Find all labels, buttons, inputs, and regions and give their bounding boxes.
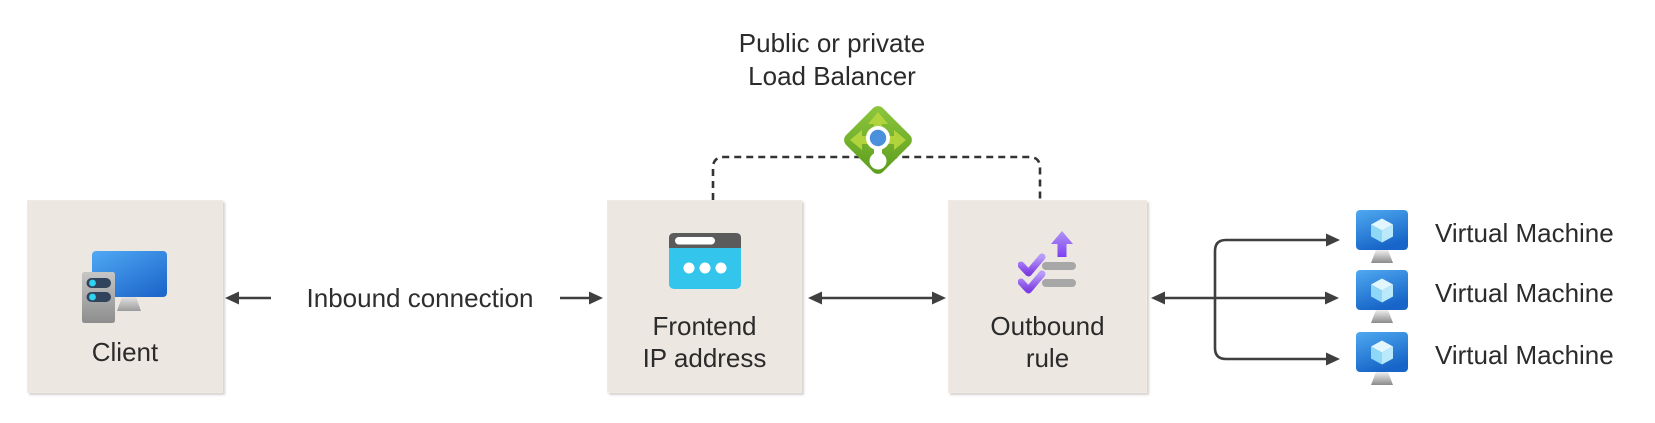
browser-ip-icon (668, 233, 741, 289)
virtual-machine-icon (1356, 270, 1408, 323)
frontend-ip-node: Frontend IP address (607, 200, 802, 393)
load-balancer-title: Public or private Load Balancer (632, 27, 1032, 93)
client-computer-icon (82, 251, 167, 323)
vm-row-3: Virtual Machine (1353, 332, 1614, 390)
frontend-label-line-1: Frontend (652, 311, 757, 341)
outbound-rule-node: Outbound rule (948, 200, 1147, 393)
title-line-2: Load Balancer (748, 61, 916, 91)
load-balancer-diamond-icon (844, 106, 912, 174)
inbound-connection-arrow (225, 291, 603, 305)
vm-label: Virtual Machine (1435, 339, 1614, 370)
vm-label: Virtual Machine (1435, 277, 1614, 308)
virtual-machine-icon (1356, 332, 1408, 385)
load-balancer-dashed-connector (711, 155, 1042, 200)
inbound-connection-label: Inbound connection (306, 283, 534, 313)
frontend-node-label: Frontend IP address (608, 310, 801, 374)
outbound-label-line-1: Outbound (990, 311, 1105, 341)
client-node-label: Client (91, 337, 159, 367)
client-node: Client (27, 200, 223, 393)
frontend-outbound-arrow (808, 291, 946, 305)
outbound-label-line-2: rule (1025, 343, 1070, 373)
vm-row-2: Virtual Machine (1353, 270, 1614, 328)
virtual-machine-icon (1356, 210, 1408, 263)
vm-row-1: Virtual Machine (1353, 210, 1614, 268)
outbound-vm-connectors (1151, 233, 1340, 366)
frontend-label-line-2: IP address (642, 343, 767, 373)
outbound-node-label: Outbound rule (949, 310, 1146, 374)
vm-label: Virtual Machine (1435, 217, 1614, 248)
outbound-rule-checklist-icon (1017, 231, 1076, 294)
title-line-1: Public or private (738, 28, 926, 58)
